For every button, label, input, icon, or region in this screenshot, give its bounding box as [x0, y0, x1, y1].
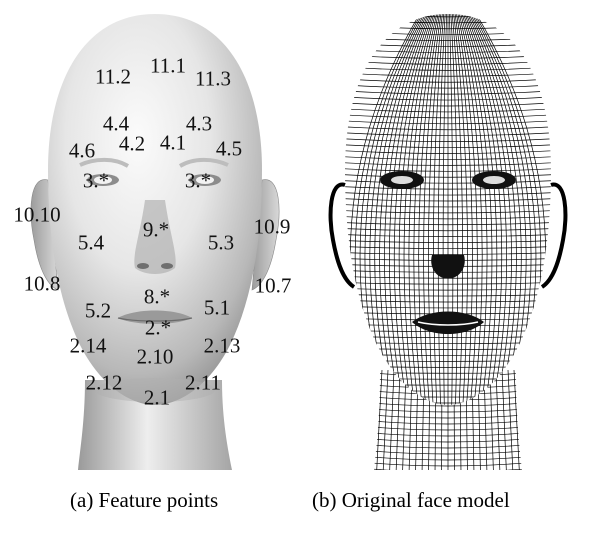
feature-point-label: 10.7 — [255, 276, 292, 297]
caption-original-face-model: (b) Original face model — [312, 490, 510, 511]
feature-point-label: 11.2 — [95, 67, 131, 88]
feature-point-label: 4.6 — [69, 141, 95, 162]
feature-point-label: 4.2 — [119, 134, 145, 155]
feature-point-label: 8.* — [144, 287, 170, 308]
feature-point-label: 2.11 — [185, 373, 221, 394]
caption-feature-points: (a) Feature points — [70, 490, 218, 511]
feature-point-label: 11.3 — [195, 69, 231, 90]
feature-point-label: 2.12 — [86, 373, 123, 394]
feature-point-label: 2.14 — [70, 336, 107, 357]
feature-point-label: 4.5 — [216, 139, 242, 160]
feature-point-label: 11.1 — [150, 56, 186, 77]
feature-point-label: 10.9 — [254, 217, 291, 238]
feature-point-label: 10.10 — [13, 205, 60, 226]
wire-head — [300, 0, 591, 480]
feature-point-label: 2.1 — [144, 388, 170, 409]
feature-point-label: 3.* — [185, 171, 211, 192]
feature-point-label: 2.* — [145, 318, 171, 339]
feature-point-label: 2.10 — [137, 347, 174, 368]
wireframe-head-image — [300, 0, 591, 480]
feature-point-label: 4.1 — [160, 133, 186, 154]
feature-point-label: 5.2 — [85, 301, 111, 322]
feature-point-label: 5.4 — [78, 233, 104, 254]
feature-point-label: 3.* — [83, 171, 109, 192]
feature-point-label: 2.13 — [204, 336, 241, 357]
feature-point-label: 10.8 — [24, 274, 61, 295]
panel-feature-points: 11.2 11.1 11.3 4.4 4.3 4.6 4.2 4.1 4.5 3… — [0, 0, 300, 536]
feature-point-label: 4.3 — [186, 114, 212, 135]
feature-point-label: 5.1 — [204, 298, 230, 319]
panel-original-face-model: (b) Original face model — [300, 0, 591, 536]
feature-point-label: 5.3 — [208, 233, 234, 254]
feature-point-label: 9.* — [143, 220, 169, 241]
